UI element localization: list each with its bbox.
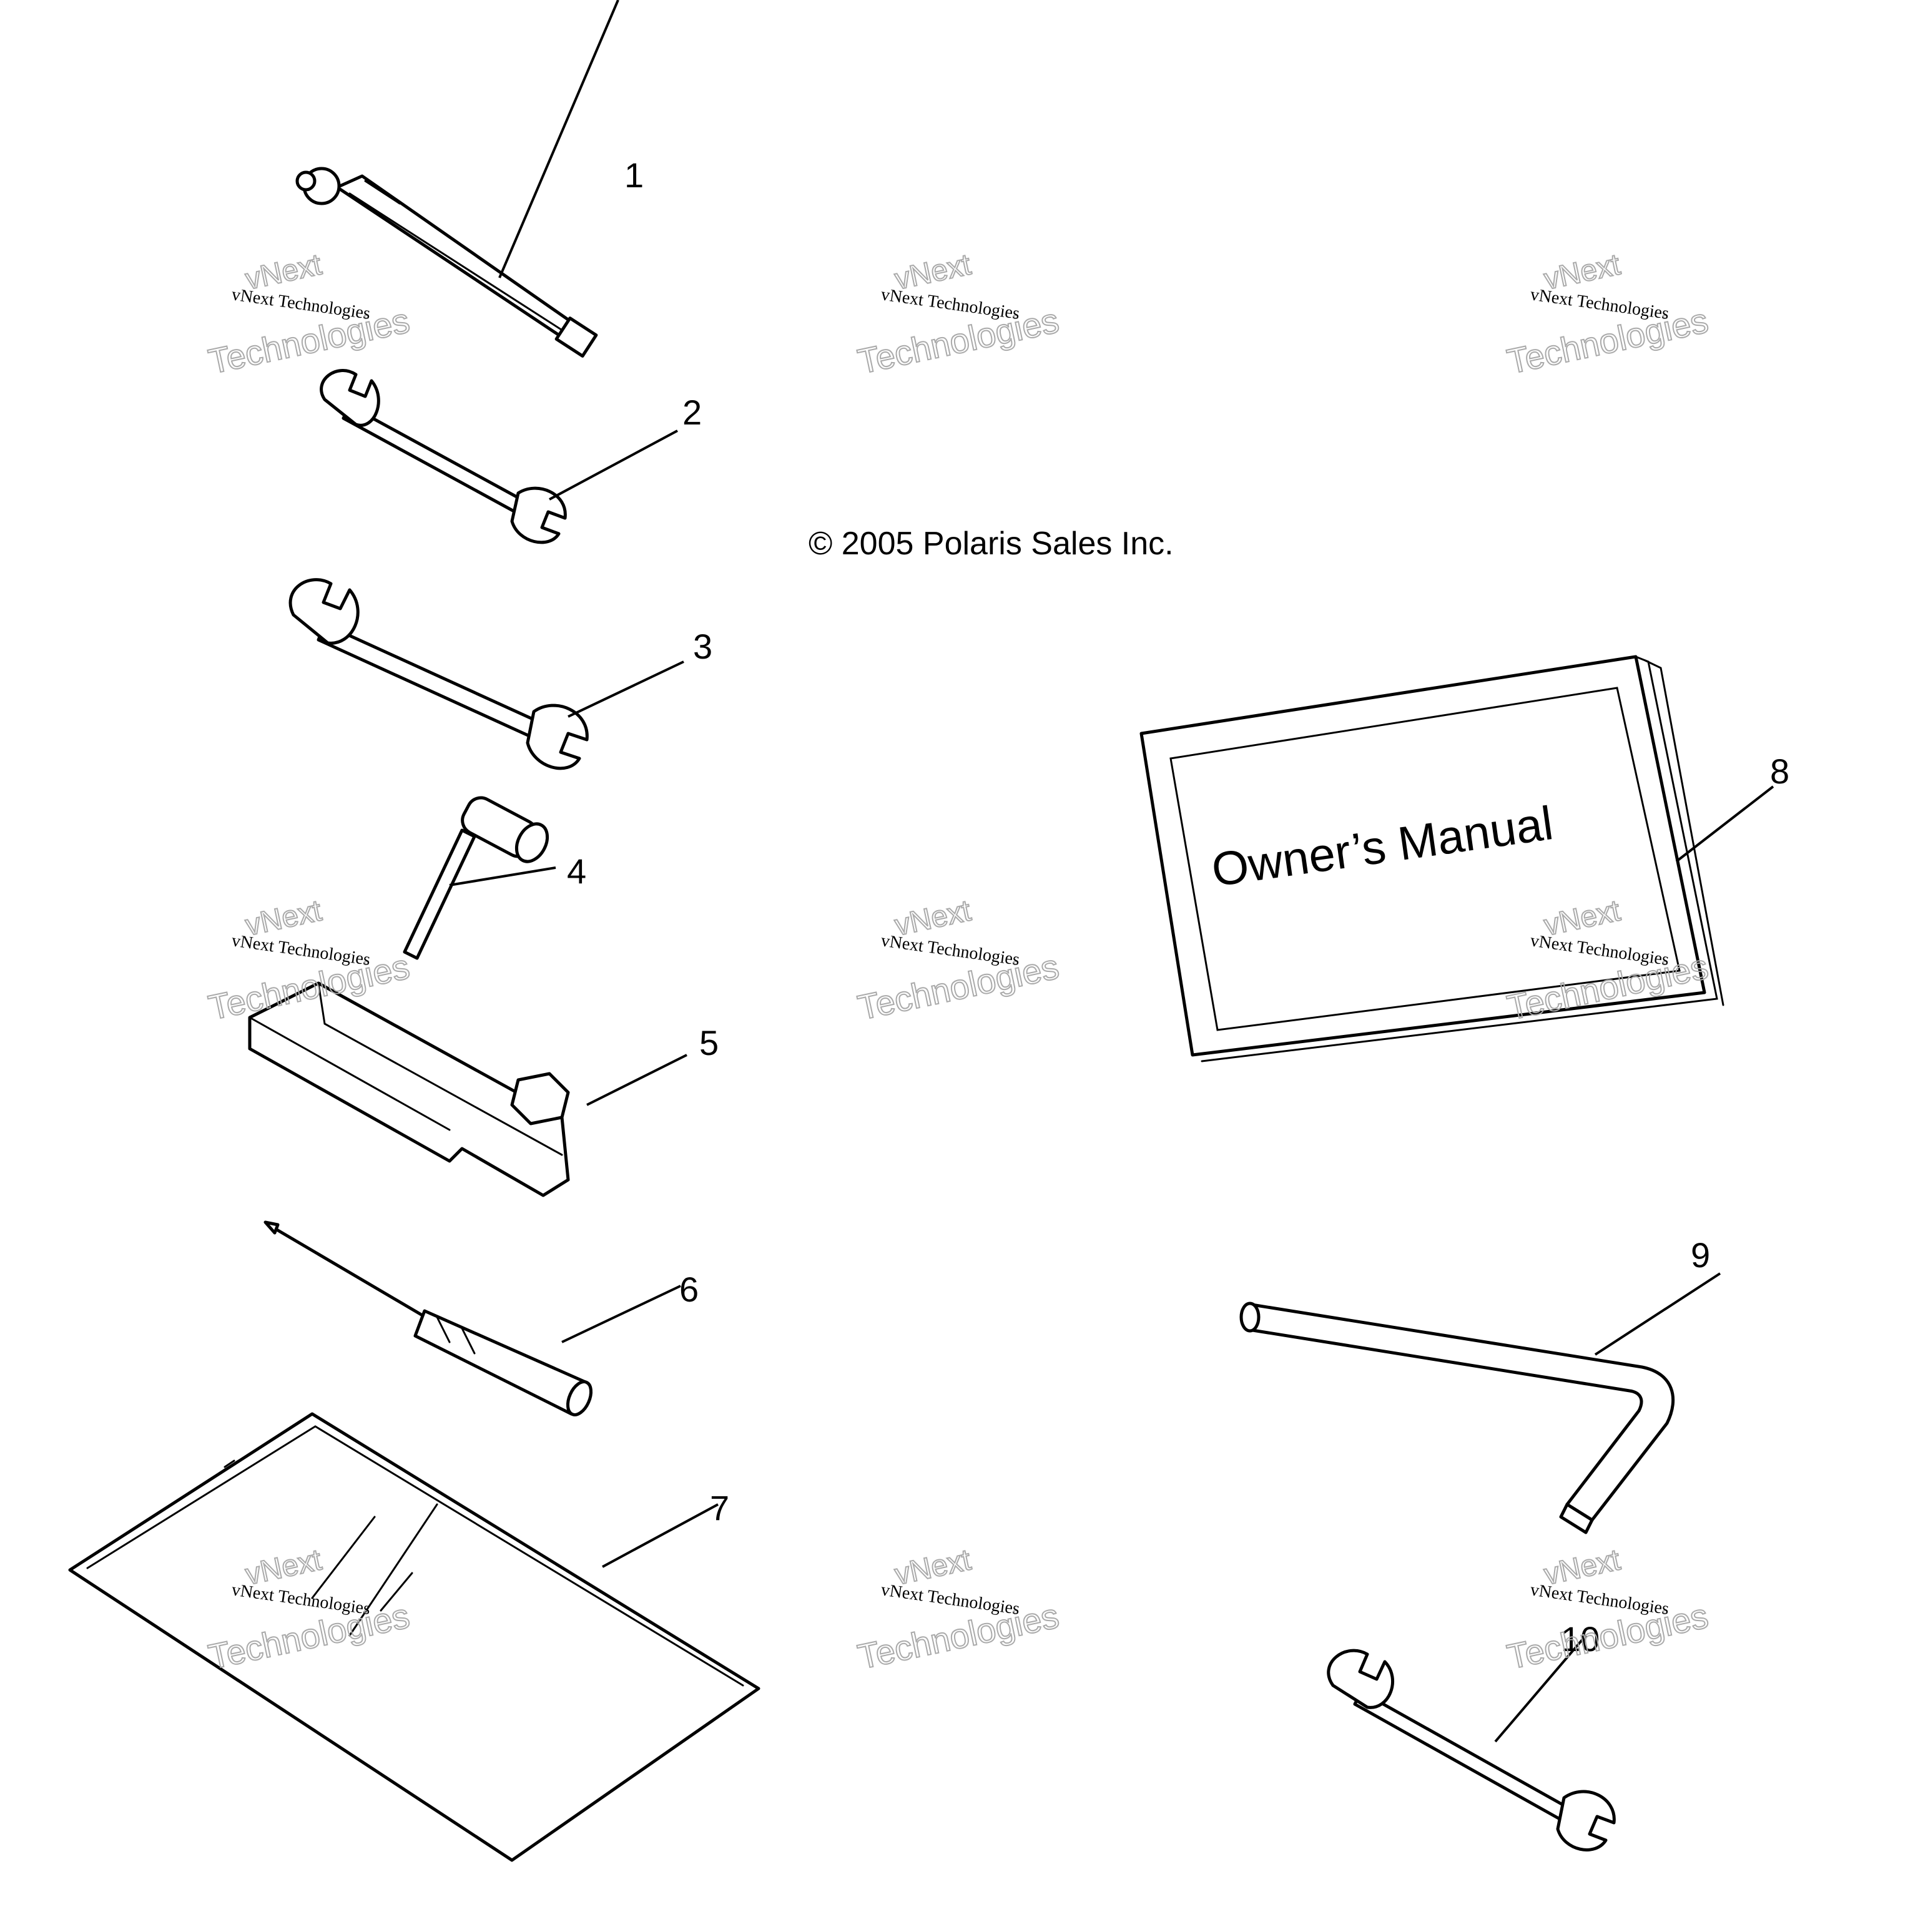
watermark: vNext Technologies vNext Technologies: [853, 893, 1063, 1027]
part-8-owners-manual: [1139, 655, 1724, 1062]
watermark: vNext Technologies vNext Technologies: [1503, 247, 1712, 381]
leader-lines: [449, 0, 1774, 1743]
watermark: vNext Technologies vNext Technologies: [853, 247, 1063, 381]
watermark-brand: vNext Technologies: [230, 931, 371, 969]
watermark-brand: vNext Technologies: [230, 285, 371, 323]
callout-2: 2: [682, 393, 702, 432]
leader-7: [602, 1503, 719, 1568]
callout-5: 5: [699, 1023, 719, 1062]
part-7-bag: [68, 1412, 760, 1862]
watermark-brand: vNext Technologies: [880, 285, 1021, 323]
watermark-brand: vNext Technologies: [1529, 1580, 1670, 1619]
watermark-brand: vNext Technologies: [1529, 285, 1670, 323]
leader-10: [1494, 1634, 1587, 1743]
leader-6: [561, 1285, 681, 1343]
callout-8: 8: [1770, 752, 1789, 791]
leader-8: [1675, 785, 1774, 863]
watermark: vNext Technologies vNext Technologies: [853, 1542, 1063, 1677]
callout-6: 6: [679, 1270, 699, 1309]
watermark-brand: vNext Technologies: [880, 1580, 1021, 1619]
watermark: vNext Technologies vNext Technologies: [204, 247, 413, 381]
part-5-plug-wrench: [248, 981, 570, 1197]
part-1-tire-gauge: [295, 167, 598, 358]
leader-1: [498, 0, 619, 278]
leader-3: [568, 660, 684, 718]
part-3-wrench: [288, 578, 589, 770]
watermark-brand: vNext Technologies: [880, 931, 1021, 969]
callout-4: 4: [567, 851, 586, 891]
leader-9: [1594, 1272, 1721, 1356]
part-9-hex-key: [1239, 1302, 1675, 1534]
part-2-wrench: [320, 369, 567, 544]
callout-3: 3: [693, 627, 712, 666]
callout-numbers: 1 2 3 4 5 6 7 8 9 10: [567, 155, 1789, 1659]
callout-7: 7: [710, 1488, 729, 1527]
part-4-socket-tool: [403, 796, 549, 960]
callout-1: 1: [624, 155, 644, 195]
part-6-screwdriver: [263, 1220, 593, 1416]
watermark: vNext Technologies vNext Technologies: [1503, 1542, 1712, 1677]
leader-4: [449, 866, 556, 886]
leader-5: [586, 1054, 687, 1106]
callout-10: 10: [1561, 1619, 1600, 1659]
leader-2: [549, 429, 678, 501]
part-10-wrench: [1327, 1649, 1616, 1851]
callout-9: 9: [1691, 1235, 1710, 1275]
copyright-notice: © 2005 Polaris Sales Inc.: [809, 526, 1174, 562]
